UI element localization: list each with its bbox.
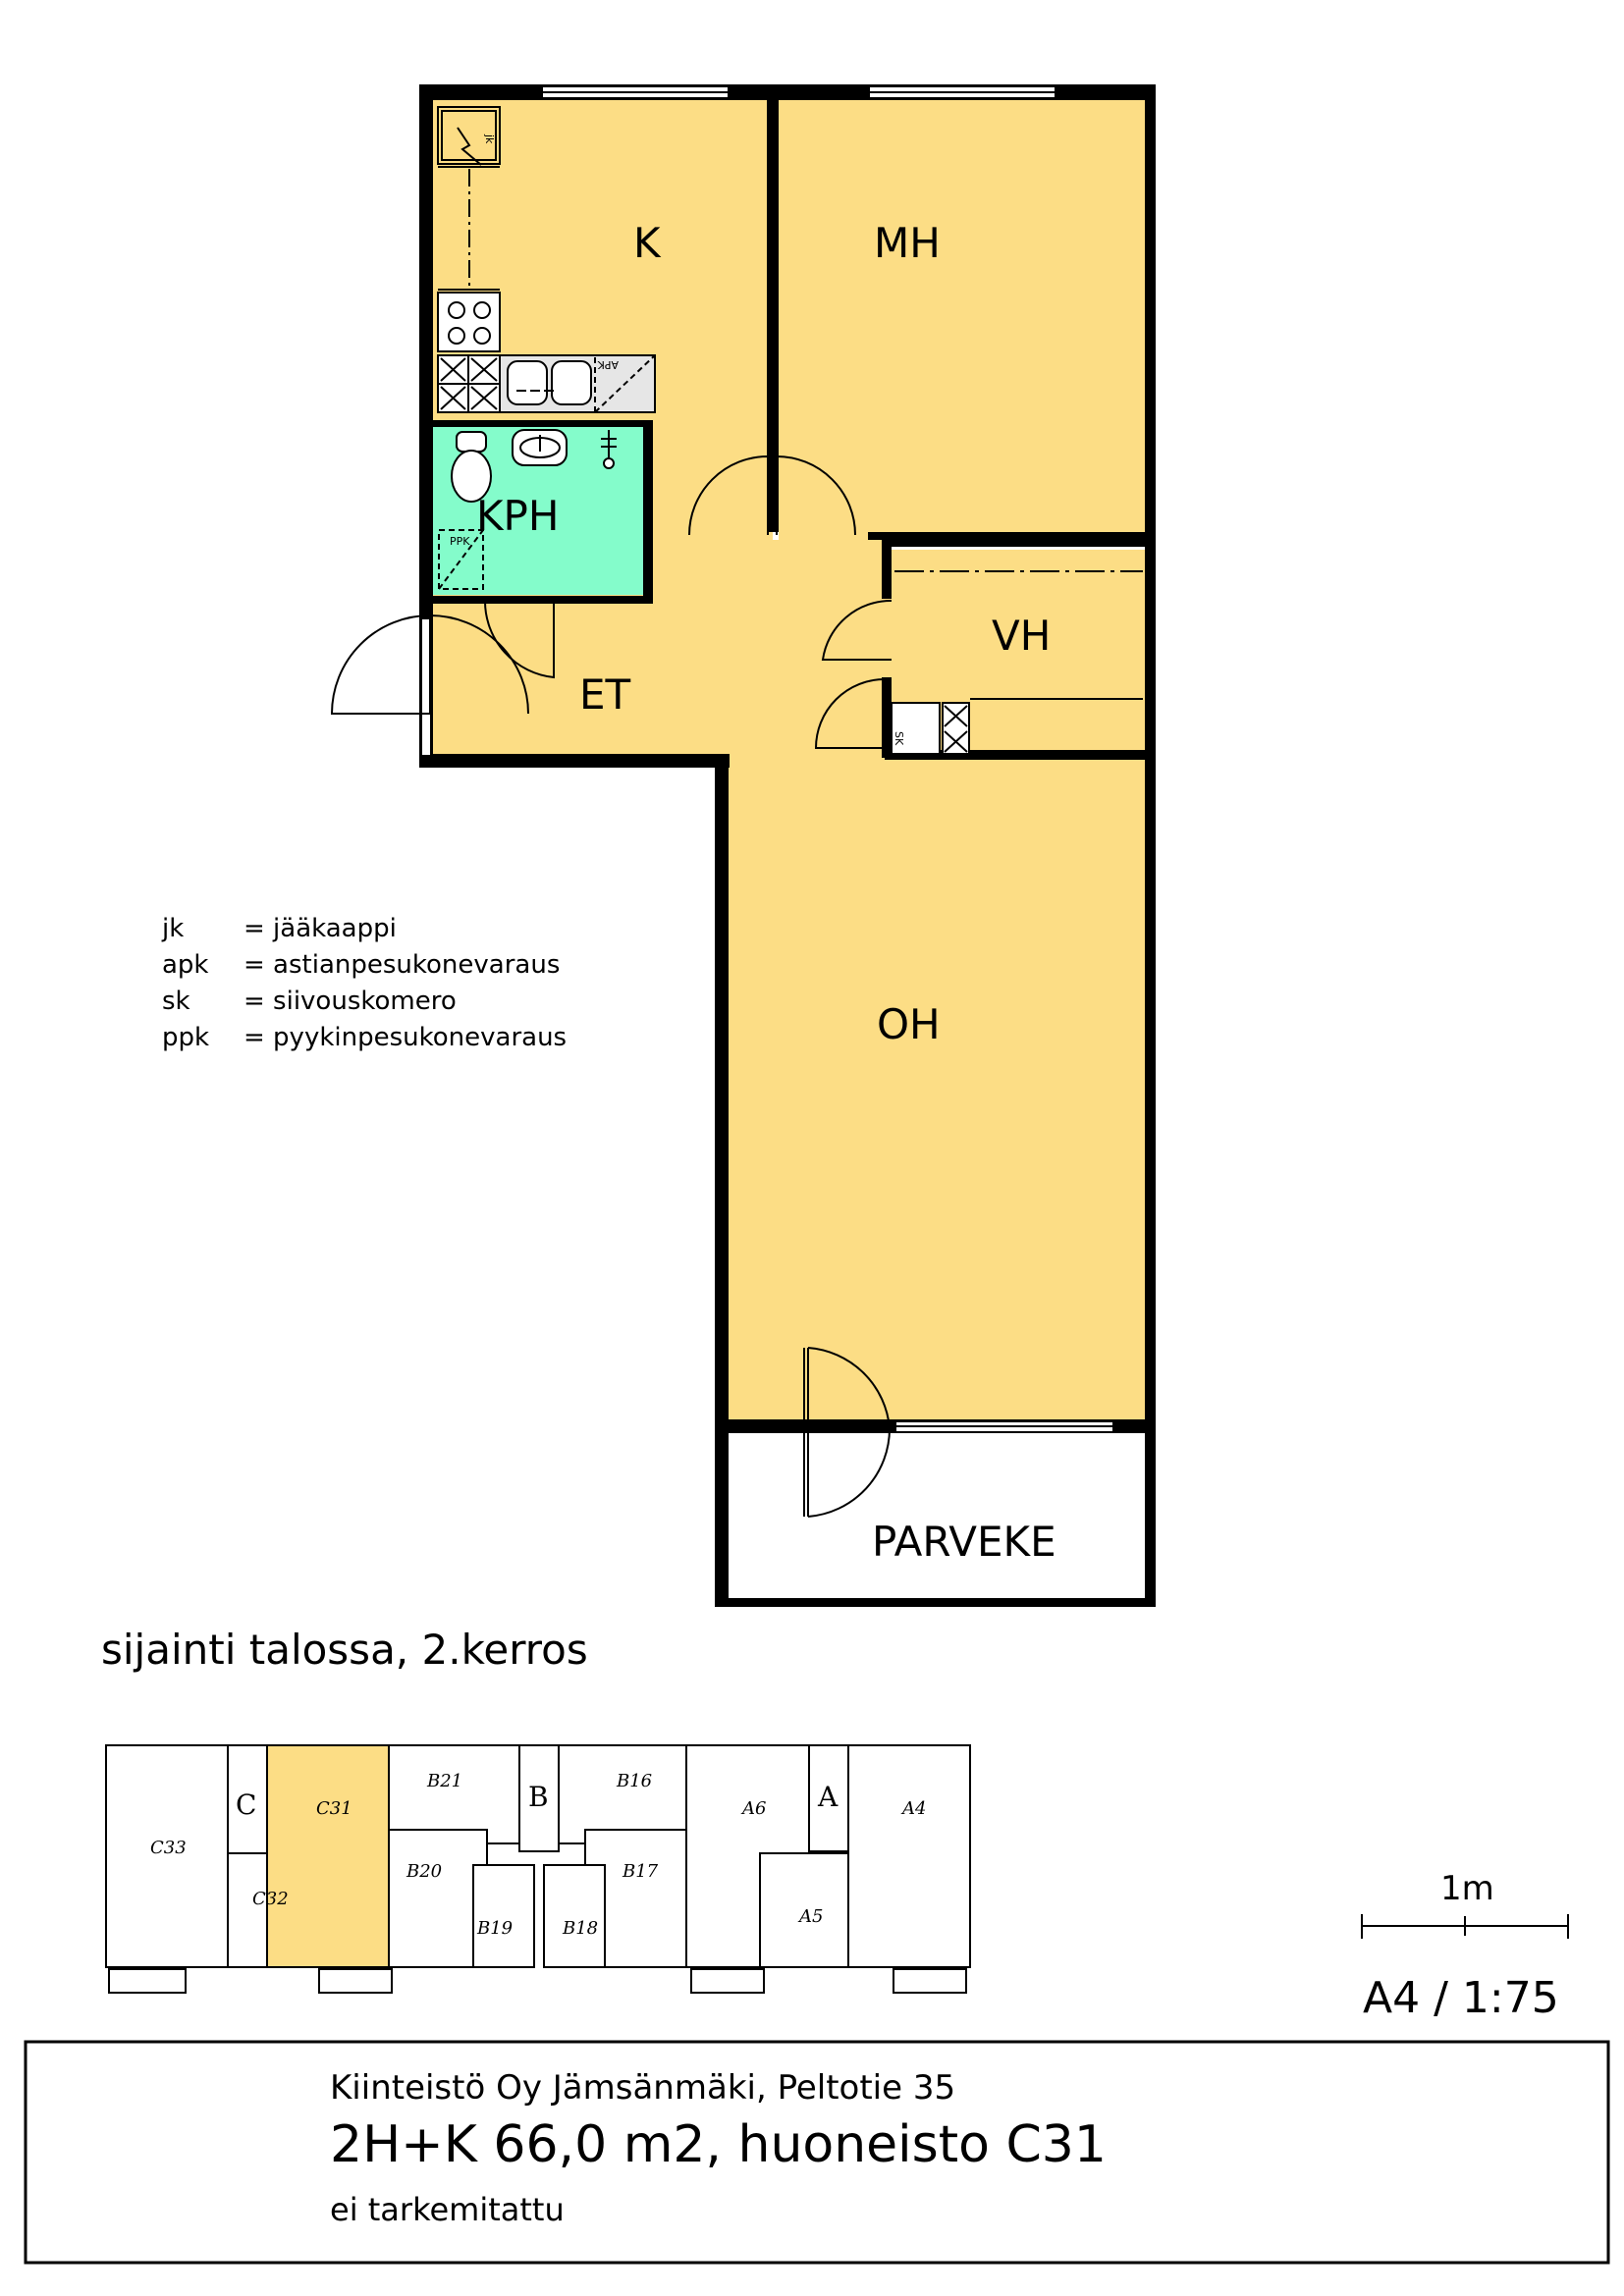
site-plan-labels: C33 C31 C32 B21 B20 B19 B18 B16 B17 A6 A… (150, 1771, 926, 1939)
legend-abbr: apk (162, 950, 209, 980)
label-kitchen: K (633, 219, 662, 267)
cleaning-closet (891, 702, 970, 755)
stair-label: C (236, 1789, 256, 1821)
legend-abbr: sk (162, 987, 190, 1016)
scale-bar (1361, 1914, 1569, 1939)
unit-label: B19 (476, 1918, 513, 1939)
paper-scale-label: A4 / 1:75 (1363, 1973, 1559, 2023)
label-balcony: PARVEKE (872, 1518, 1056, 1566)
site-plan (105, 1744, 971, 1994)
fridge-mark: jk (483, 133, 496, 144)
unit-label: C32 (252, 1889, 289, 1909)
unit-highlight (266, 1744, 390, 1968)
room-living (727, 758, 1145, 1421)
unit-label: B21 (426, 1771, 462, 1791)
label-walk-in-closet: VH (992, 612, 1051, 660)
unit-label: B16 (616, 1771, 652, 1791)
unit-label: B18 (562, 1918, 598, 1939)
legend-text: = astianpesukonevaraus (244, 950, 560, 980)
washing-machine-mark: PPK (450, 535, 470, 548)
unit-label: A6 (740, 1798, 766, 1819)
windows (420, 85, 1114, 1433)
label-bathroom: KPH (476, 492, 559, 540)
room-bedroom (779, 100, 1145, 540)
apartment-line: 2H+K 66,0 m2, huoneisto C31 (330, 2115, 1107, 2174)
label-bedroom: MH (874, 219, 941, 267)
legend-text: = jääkaappi (244, 914, 397, 943)
room-balcony (727, 1435, 1145, 1604)
doors (330, 454, 893, 1518)
label-living: OH (877, 1000, 941, 1048)
legend-text: = pyykinpesukonevaraus (244, 1023, 567, 1052)
legend-text: = siivouskomero (244, 987, 457, 1016)
legend-abbr: ppk (162, 1023, 209, 1052)
bathroom-fixtures (438, 429, 617, 590)
floor-plan: jk APK PPK SK (330, 84, 1156, 1607)
legend-abbr: jk (161, 914, 184, 943)
unit-label: A5 (797, 1906, 823, 1927)
unit-label: C31 (316, 1798, 352, 1819)
dishwasher-mark: APK (597, 358, 619, 371)
site-plan-title: sijainti talossa, 2.kerros (101, 1626, 588, 1674)
company-line: Kiinteistö Oy Jämsänmäki, Peltotie 35 (330, 2068, 955, 2108)
stair-label: A (817, 1781, 839, 1813)
kitchen-cabinetry (437, 106, 656, 413)
unit-label: C33 (150, 1838, 187, 1858)
label-entrance: ET (579, 670, 631, 719)
stair-label: B (528, 1781, 549, 1813)
unit-label: B17 (622, 1861, 659, 1882)
unit-label: B20 (406, 1861, 442, 1882)
abbreviation-legend: jk = jääkaappi apk = astianpesukonevarau… (161, 914, 567, 1052)
unit-label: A4 (900, 1798, 926, 1819)
measurement-note: ei tarkemitattu (330, 2191, 565, 2228)
cleaning-closet-mark: SK (893, 731, 905, 746)
scale-unit-label: 1m (1440, 1869, 1494, 1908)
info-box (24, 2040, 1610, 2265)
